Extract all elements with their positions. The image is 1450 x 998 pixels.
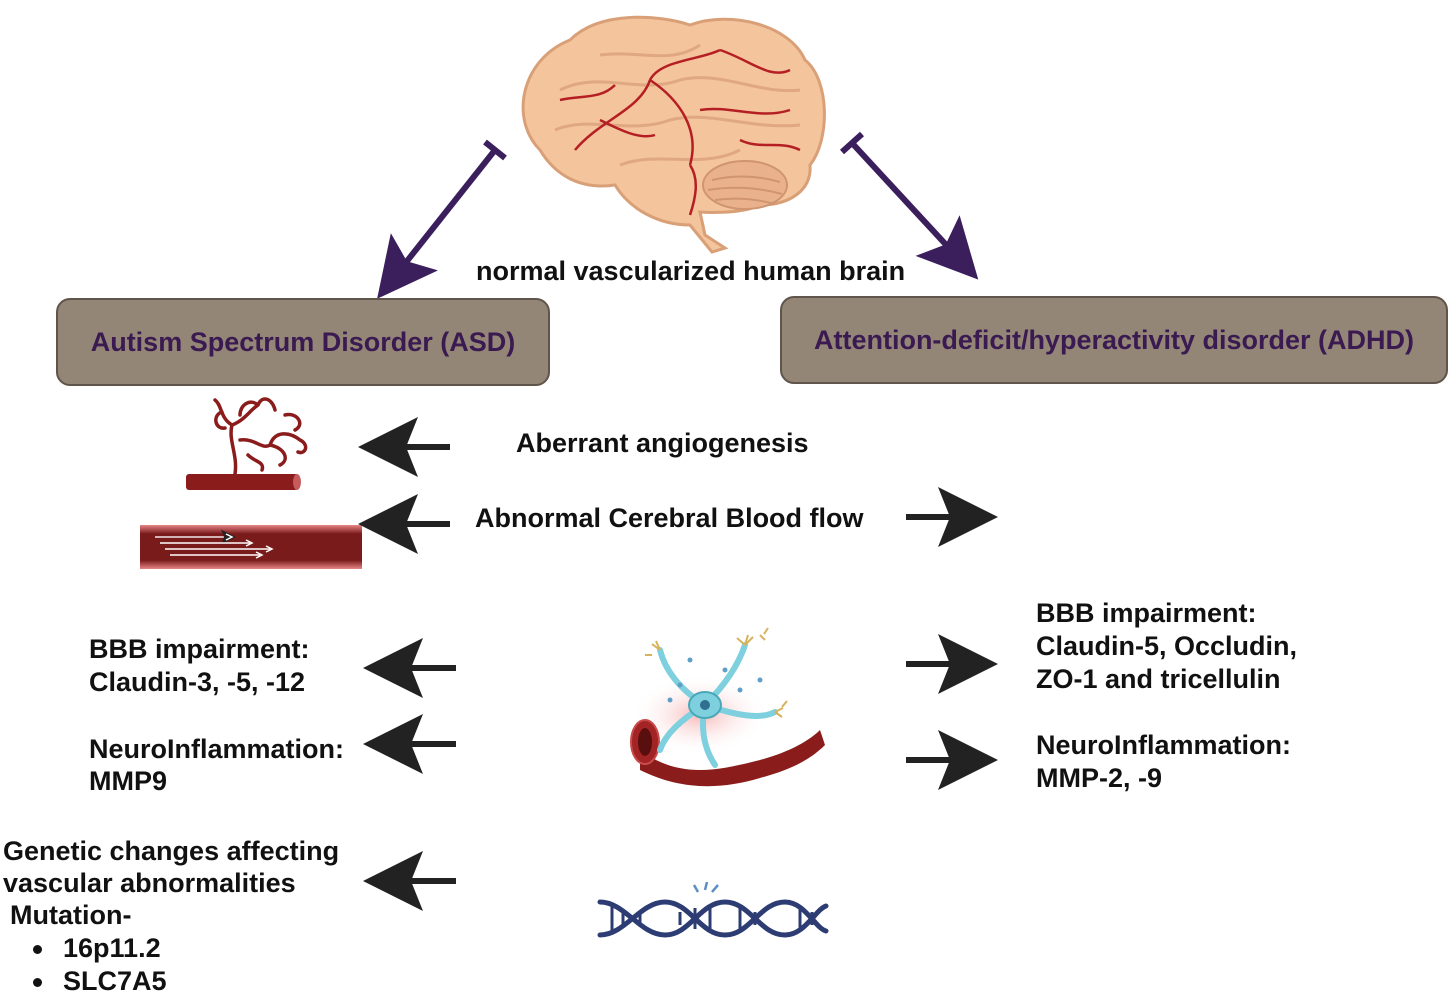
adhd-inflammation-title: NeuroInflammation: bbox=[1036, 730, 1292, 760]
adhd-box-label: Attention-deficit/hyperactivity disorder… bbox=[813, 324, 1415, 355]
adhd-bbb-title: BBB impairment: bbox=[1036, 598, 1257, 628]
angiogenesis-label: Aberrant angiogenesis bbox=[516, 428, 809, 458]
asd-box-label: Autism Spectrum Disorder (ASD) bbox=[90, 326, 516, 357]
genetic-line2: vascular abnormalities bbox=[3, 868, 296, 898]
asd-bbb-detail: Claudin-3, -5, -12 bbox=[89, 667, 306, 697]
arrow-brain-to-adhd bbox=[839, 131, 979, 280]
neurovascular-unit-icon bbox=[630, 627, 825, 787]
asd-bbb-title: BBB impairment: bbox=[89, 634, 310, 664]
genetic-line1: Genetic changes affecting bbox=[3, 836, 340, 866]
genetic-line3: Mutation- bbox=[10, 900, 132, 930]
adhd-inflammation-detail: MMP-2, -9 bbox=[1036, 763, 1163, 793]
brain-caption: normal vascularized human brain bbox=[476, 256, 906, 286]
asd-inflammation-title: NeuroInflammation: bbox=[89, 734, 345, 764]
mutation-item: SLC7A5 bbox=[3, 965, 167, 998]
adhd-bbb-line2: ZO-1 and tricellulin bbox=[1036, 664, 1281, 694]
arrow-brain-to-asd bbox=[377, 139, 507, 299]
angiogenesis-vessel-icon bbox=[186, 397, 308, 490]
brain-icon bbox=[521, 15, 826, 254]
blood-flow-label: Abnormal Cerebral Blood flow bbox=[475, 503, 864, 533]
dna-icon bbox=[597, 881, 829, 938]
adhd-bbb-line1: Claudin-5, Occludin, bbox=[1036, 631, 1298, 661]
blood-flow-vessel-icon bbox=[140, 525, 362, 569]
adhd-box: Attention-deficit/hyperactivity disorder… bbox=[780, 296, 1448, 384]
mutation-item: 16p11.2 bbox=[3, 932, 167, 965]
asd-box: Autism Spectrum Disorder (ASD) bbox=[56, 298, 550, 386]
mutation-list: 16p11.2 SLC7A5 bbox=[3, 932, 167, 998]
asd-inflammation-detail: MMP9 bbox=[89, 766, 168, 796]
